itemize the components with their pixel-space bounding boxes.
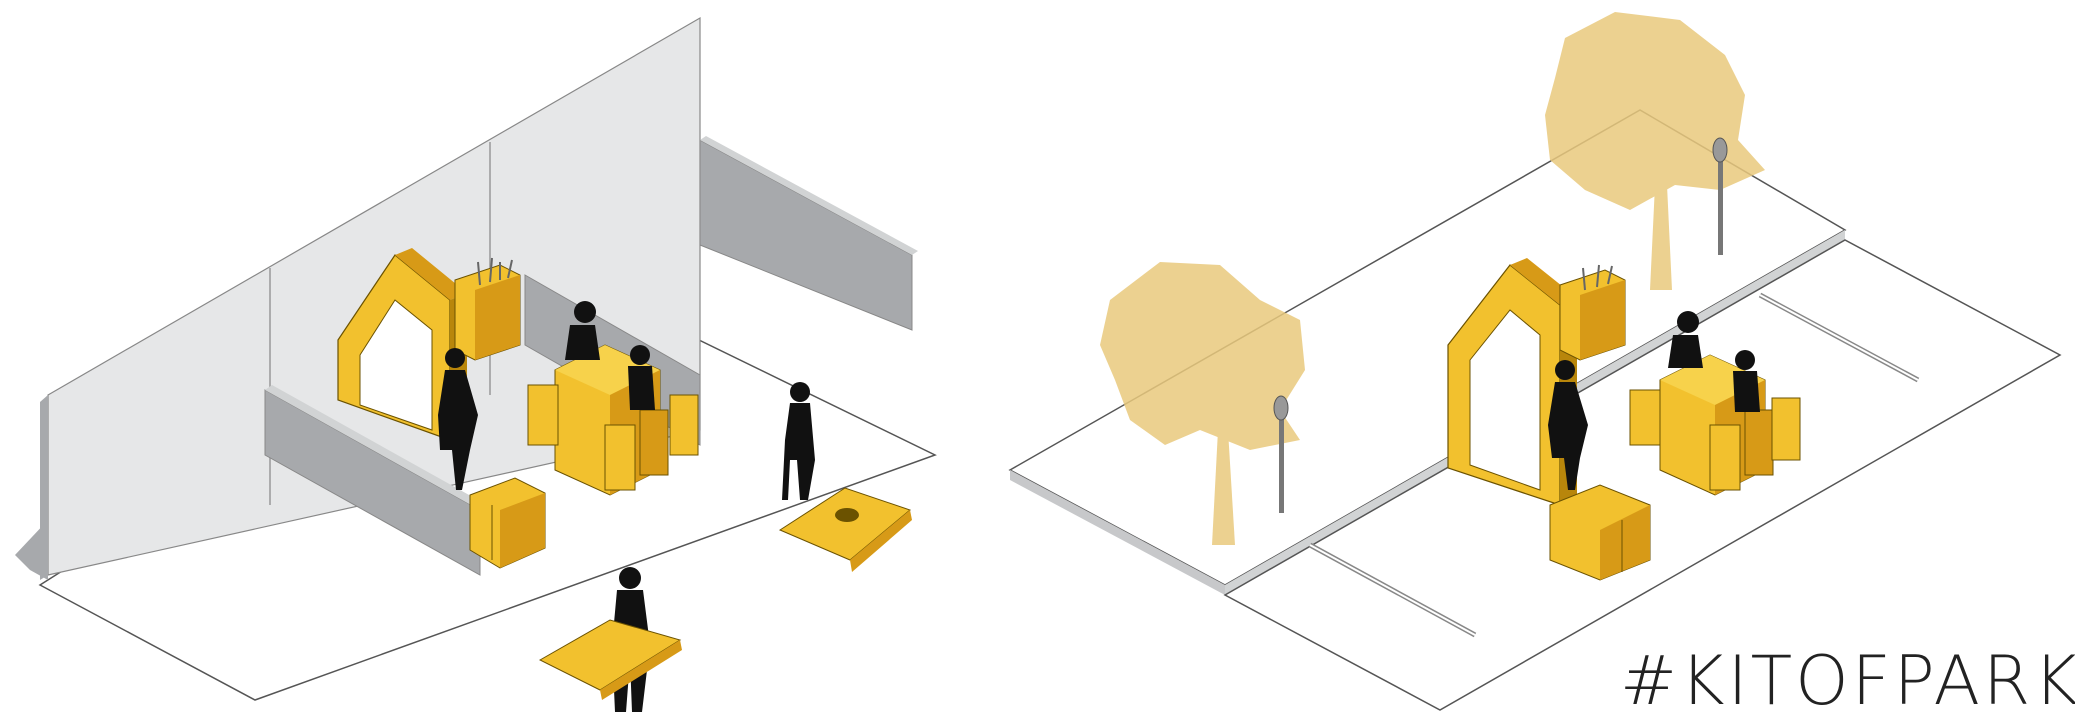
hashtag-caption: #KITOFPARKS	[1620, 648, 2075, 716]
parklet-bench	[1550, 485, 1650, 580]
street-parklet-scene	[1010, 12, 2060, 710]
indoor-lot-scene	[15, 18, 935, 712]
